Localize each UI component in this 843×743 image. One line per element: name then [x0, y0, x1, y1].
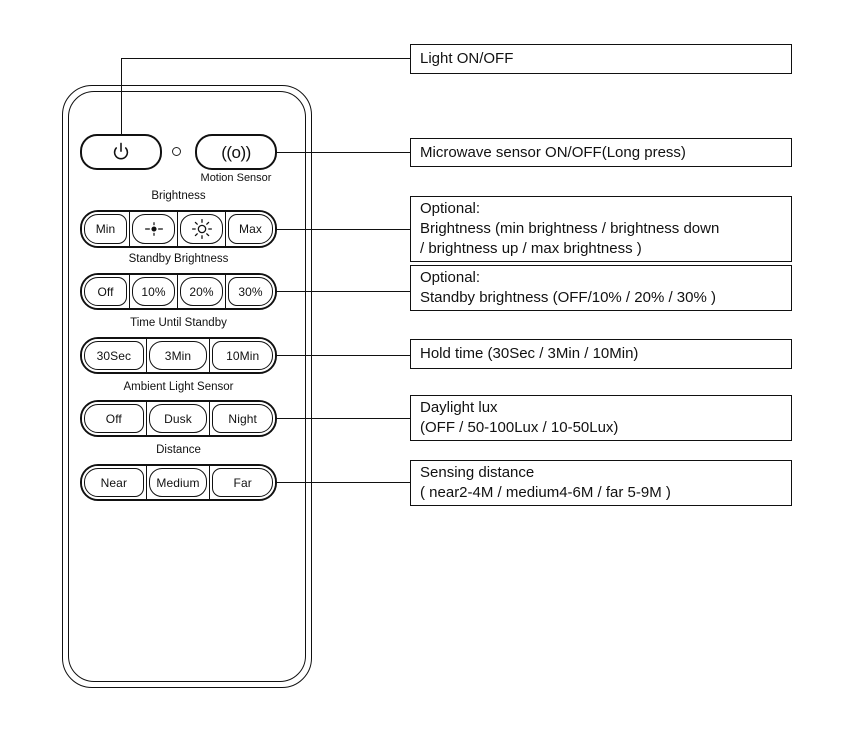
- leader-line-light-vertical: [121, 58, 123, 136]
- standby-off-label: Off: [97, 284, 114, 299]
- leader-line-daylight-lux: [277, 418, 410, 420]
- button-row-time-until-standby: 30Sec 3Min 10Min: [80, 337, 277, 374]
- ambient-dusk-button[interactable]: Dusk: [146, 402, 211, 435]
- standby-30-button[interactable]: 30%: [226, 275, 275, 308]
- leader-line-sensing-distance: [277, 482, 410, 484]
- leader-line-microwave: [277, 152, 410, 154]
- button-row-distance: Near Medium Far: [80, 464, 277, 501]
- annotation-standby-brightness-line-1: Optional:: [420, 269, 481, 287]
- annotation-daylight-lux: Daylight lux (OFF / 50-100Lux / 10-50Lux…: [410, 395, 792, 441]
- distance-far-label: Far: [233, 475, 252, 490]
- annotation-sensing-distance-line-2: ( near2-4M / medium4-6M / far 5-9M ): [420, 484, 671, 501]
- section-caption-time-until-standby: Time Until Standby: [130, 317, 227, 329]
- annotation-microwave-sensor-line-1: Microwave sensor ON/OFF(Long press): [420, 143, 686, 161]
- ambient-night-label: Night: [228, 411, 257, 426]
- brightness-min-label: Min: [95, 222, 116, 236]
- annotation-sensing-distance: Sensing distance ( near2-4M / medium4-6M…: [410, 460, 792, 506]
- brightness-max-label: Max: [239, 222, 263, 236]
- standby-10-label: 10%: [141, 284, 166, 299]
- leader-line-standby-brightness: [277, 291, 410, 293]
- brightness-min-button[interactable]: Min: [82, 212, 131, 246]
- leader-line-hold-time: [277, 355, 410, 357]
- standby-off-button[interactable]: Off: [82, 275, 131, 308]
- ambient-night-button[interactable]: Night: [210, 402, 275, 435]
- standby-30-label: 30%: [238, 284, 263, 299]
- time-10min-button[interactable]: 10Min: [210, 339, 275, 372]
- distance-near-label: Near: [100, 475, 128, 490]
- annotation-light-on-off-line-1: Light ON/OFF: [420, 50, 514, 68]
- ambient-dusk-label: Dusk: [164, 411, 192, 426]
- brightness-down-icon: [142, 221, 166, 237]
- distance-medium-button[interactable]: Medium: [146, 466, 211, 499]
- annotation-hold-time-line-1: Hold time (30Sec / 3Min / 10Min): [420, 345, 639, 363]
- time-30sec-button[interactable]: 30Sec: [82, 339, 147, 372]
- remote-body-inner-shell: [68, 91, 306, 682]
- annotation-standby-brightness-line-2: Standby brightness (OFF/10% / 20% / 30% …: [420, 289, 716, 306]
- ambient-off-label: Off: [105, 411, 122, 426]
- power-button[interactable]: [80, 134, 162, 170]
- annotation-daylight-lux-line-2: (OFF / 50-100Lux / 10-50Lux): [420, 419, 619, 436]
- button-row-brightness: Min: [80, 210, 277, 248]
- annotation-hold-time: Hold time (30Sec / 3Min / 10Min): [410, 339, 792, 369]
- annotation-microwave-sensor: Microwave sensor ON/OFF(Long press): [410, 138, 792, 167]
- distance-near-button[interactable]: Near: [82, 466, 147, 499]
- brightness-down-button[interactable]: [130, 212, 179, 246]
- time-3min-button[interactable]: 3Min: [146, 339, 211, 372]
- ambient-off-button[interactable]: Off: [82, 402, 147, 435]
- standby-10-button[interactable]: 10%: [130, 275, 179, 308]
- brightness-up-button[interactable]: [178, 212, 227, 246]
- section-caption-ambient-light-sensor: Ambient Light Sensor: [123, 381, 234, 393]
- button-row-ambient-light-sensor: Off Dusk Night: [80, 400, 277, 437]
- time-3min-label: 3Min: [164, 348, 192, 363]
- section-caption-standby-brightness: Standby Brightness: [128, 253, 229, 265]
- motion-sensor-caption: Motion Sensor: [200, 172, 272, 184]
- annotation-standby-brightness: Optional: Standby brightness (OFF/10% / …: [410, 265, 792, 311]
- brightness-max-button[interactable]: Max: [226, 212, 275, 246]
- button-row-standby-brightness: Off 10% 20% 30%: [80, 273, 277, 310]
- annotation-brightness-line-3: / brightness up / max brightness ): [420, 239, 642, 257]
- annotation-brightness-line-2: Brightness (min brightness / brightness …: [420, 220, 720, 238]
- time-30sec-label: 30Sec: [96, 348, 132, 363]
- section-caption-distance: Distance: [156, 444, 201, 456]
- time-10min-label: 10Min: [226, 348, 260, 363]
- power-icon: [110, 141, 132, 163]
- distance-far-button[interactable]: Far: [210, 466, 275, 499]
- distance-medium-label: Medium: [156, 475, 200, 490]
- annotation-light-on-off: Light ON/OFF: [410, 44, 792, 74]
- annotation-brightness-line-1: Optional:: [420, 200, 481, 218]
- motion-sensor-button[interactable]: ((o)): [195, 134, 277, 170]
- annotation-daylight-lux-line-1: Daylight lux: [420, 399, 498, 417]
- motion-sensor-icon: ((o)): [221, 142, 251, 162]
- section-caption-brightness: Brightness: [151, 190, 206, 202]
- annotation-brightness: Optional: Brightness (min brightness / b…: [410, 196, 792, 262]
- standby-20-label: 20%: [189, 284, 214, 299]
- leader-line-light-horizontal: [121, 58, 410, 60]
- annotation-sensing-distance-line-1: Sensing distance: [420, 464, 535, 482]
- led-indicator-icon: [172, 147, 181, 156]
- brightness-up-icon: [191, 218, 213, 240]
- leader-line-brightness: [277, 229, 410, 231]
- standby-20-button[interactable]: 20%: [178, 275, 227, 308]
